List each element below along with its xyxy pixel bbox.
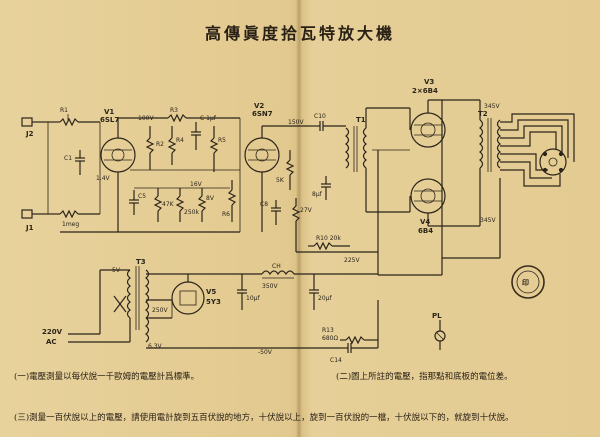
pilot-lamp: PL (432, 312, 446, 350)
r10-label: R10 20k (316, 235, 341, 242)
input-jack-j1: J1 (21, 209, 48, 232)
r6-label: R6 (222, 211, 230, 218)
meg-label: 1meg (62, 221, 79, 228)
stamp-glyph: 印 (522, 278, 529, 287)
transformer-t2: T2 (478, 110, 501, 172)
r13-resistor: R13 680Ω (322, 327, 378, 345)
c8-output-cap: 8µf (312, 176, 331, 200)
v5-type: 5Y3 (206, 298, 221, 306)
c8-cap: C8 (260, 200, 281, 225)
v4-id: V4 (420, 218, 430, 226)
balance-pot: 27V (291, 198, 313, 232)
v1-id: V1 (104, 108, 114, 116)
footnote-2: (二)圖上所註的電壓，指那點和底板的電位差。 (336, 372, 513, 382)
coupling-cap-c: C 1µf (191, 115, 217, 150)
c5-label: C5 (138, 193, 146, 200)
input-pot-1: R1 (48, 107, 100, 127)
v1-cathode-voltage: 1.4V (96, 175, 111, 182)
ch-label: CH (272, 263, 281, 270)
jack-j2-label: J2 (25, 130, 34, 138)
mfd20-label: 20µf (318, 295, 332, 302)
page-title: 高傳眞度拾瓦特放大機 (204, 24, 395, 43)
r4-label: R4 (176, 137, 184, 144)
k250-resistor: 250k (175, 188, 199, 222)
tube-v1: V1 6SL7 (100, 108, 136, 173)
c1-cap: C1 (64, 150, 85, 175)
v1-16v-label: 16V (190, 181, 203, 188)
c10-cap: C10 (310, 113, 346, 131)
neg-50v: -50V (258, 349, 273, 356)
v2-plate-voltage: 150V (288, 119, 304, 126)
r10-resistor: R10 20k (308, 235, 350, 251)
speaker-taps (500, 113, 575, 187)
c-1uf-label: C 1µf (200, 115, 217, 122)
t3-label: T3 (136, 258, 146, 266)
v3-id: V3 (424, 78, 434, 86)
c8-label: C8 (260, 201, 268, 208)
r2-resistor: R2 (145, 126, 164, 170)
ct-345v-b: 345V (480, 217, 496, 224)
v1-type: 6SL7 (100, 116, 119, 124)
ohm-680-label: 680Ω (322, 335, 338, 342)
filter-cap-1: 10µf (237, 274, 260, 310)
c5-cap: C5 (129, 190, 146, 215)
tube-v5: V5 5Y3 (171, 281, 221, 315)
r5-label: R5 (218, 137, 226, 144)
v2-type: 6SN7 (252, 110, 273, 118)
t1-label: T1 (356, 116, 366, 124)
c10-label: C10 (314, 113, 326, 120)
tube-v4: V4 6B4 (410, 178, 446, 235)
r3-label: R3 (170, 107, 178, 114)
footnote-3: (三)測量一百伏說以上的電壓，請使用電計旋到五百伏說的地方，十伏說以上，旋到一百… (14, 413, 514, 423)
v1-plate-load: R3 (117, 107, 240, 138)
r6-resistor: R6 (222, 180, 237, 222)
k47-resistor: 47K (153, 188, 175, 222)
v1-8v-label: 8V (206, 195, 215, 202)
transformer-t1: T1 (345, 116, 367, 172)
mains-ac: AC (46, 338, 57, 346)
r4-resistor: R4 (167, 126, 184, 165)
mains-input: 220V AC (42, 269, 131, 346)
filter-cap-2: 20µf (309, 274, 332, 310)
c14-cap: C14 (330, 343, 378, 364)
choke-ch: CH 350V (261, 263, 295, 290)
transformer-t3: T3 (126, 258, 150, 343)
k47-label: 47K (162, 201, 175, 208)
v2-27v: 27V (300, 207, 313, 214)
speaker-selector (539, 148, 567, 176)
power-switch (113, 295, 127, 313)
input-pot-2: 1meg (48, 209, 100, 228)
v4-type: 6B4 (418, 227, 433, 235)
v5-id: V5 (206, 288, 216, 296)
r1-label: R1 (60, 107, 68, 114)
pilot-label: PL (432, 312, 442, 320)
k250-label: 250k (184, 209, 199, 216)
input-jack-j2: J2 (21, 117, 48, 138)
meg-resistor-2: 8V (197, 188, 215, 222)
hv-350v: 350V (262, 283, 278, 290)
heater-6-3v: 6.3V (148, 343, 163, 350)
footnote-1: (一)電壓測量以每伏說一千歐姆的電壓計爲標準。 (14, 372, 200, 382)
k5-label: 5K (276, 177, 285, 184)
r13-label: R13 (322, 327, 334, 334)
mfd10-label: 10µf (246, 295, 260, 302)
c1-label: C1 (64, 155, 72, 162)
mains-voltage: 220V (42, 328, 63, 336)
mfd8-label: 8µf (312, 191, 323, 198)
r2-label: R2 (156, 141, 164, 148)
v5-250v: 250V (152, 307, 168, 314)
t2-label: T2 (478, 110, 488, 118)
ct-345v: 345V (484, 103, 500, 110)
v2-cathode-resistor: 5K (276, 150, 295, 190)
v3-type: 2×6B4 (412, 87, 438, 95)
v-225: 225V (344, 257, 360, 264)
c14-label: C14 (330, 357, 342, 364)
r5-resistor: R5 (209, 126, 226, 172)
v2-id: V2 (254, 102, 264, 110)
round-stamp: 印 (511, 265, 545, 299)
jack-j1-label: J1 (25, 224, 34, 232)
